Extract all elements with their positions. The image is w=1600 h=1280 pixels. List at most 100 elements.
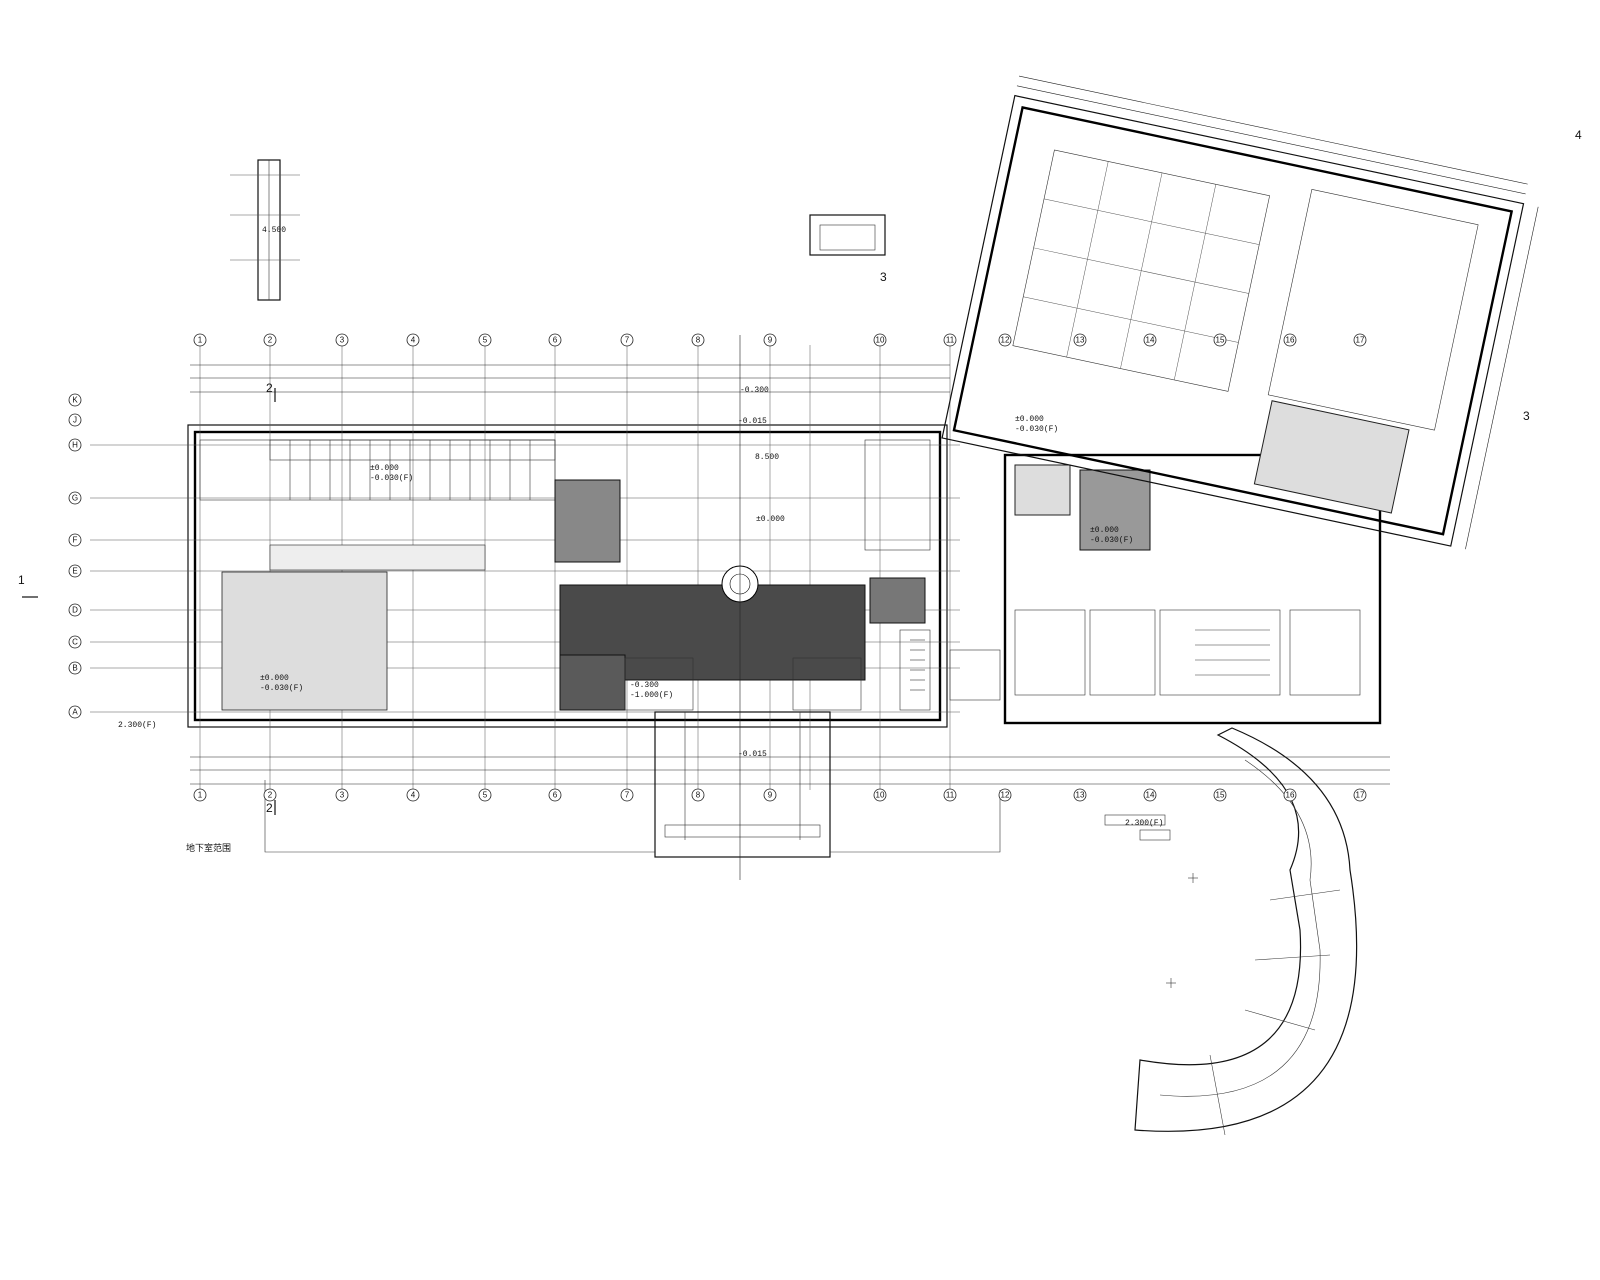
axis-bottom-16-label: 16 bbox=[1286, 791, 1295, 800]
axis-bottom-12-bubble bbox=[998, 788, 1012, 802]
axis-bottom-4-bubble bbox=[406, 788, 420, 802]
axis-bottom-15-label: 15 bbox=[1216, 791, 1225, 800]
elev-lobby-lower-2: -1.000(F) bbox=[630, 691, 673, 700]
elev-right-block-2: -0.030(F) bbox=[1090, 536, 1133, 545]
axis-left-G-bubble bbox=[68, 491, 82, 505]
section-marker-1: 1 bbox=[18, 573, 25, 587]
axis-bottom-8-label: 8 bbox=[696, 791, 701, 800]
shaded-room-c bbox=[1079, 469, 1151, 551]
axis-bottom-16-bubble bbox=[1283, 788, 1297, 802]
axis-left-F-label: F bbox=[73, 536, 78, 545]
axis-left-A-label: A bbox=[72, 708, 78, 717]
axis-bottom-9-label: 9 bbox=[768, 791, 773, 800]
reference-crosses bbox=[1166, 873, 1198, 988]
axis-top-3-label: 3 bbox=[340, 336, 345, 345]
axis-top-1-bubble bbox=[193, 333, 207, 347]
axis-bottom-2-bubble bbox=[263, 788, 277, 802]
axis-bottom-13-label: 13 bbox=[1076, 791, 1085, 800]
hatched-room-center-2 bbox=[559, 654, 626, 711]
axis-bottom-11-label: 11 bbox=[946, 791, 955, 800]
elev-top-roof: -0.300 bbox=[740, 386, 769, 395]
axis-left-K-bubble bbox=[68, 393, 82, 407]
left-tower: 4.500 bbox=[230, 159, 300, 301]
axis-top-12-bubble bbox=[998, 333, 1012, 347]
axis-left-J-bubble bbox=[68, 413, 82, 427]
elev-upper-right-2: -0.030(F) bbox=[1015, 425, 1058, 434]
axis-top-17-label: 17 bbox=[1356, 336, 1365, 345]
elev-entrance-2: -0.015 bbox=[738, 750, 767, 759]
axis-left-F-bubble bbox=[68, 533, 82, 547]
axis-left-H-bubble bbox=[68, 438, 82, 452]
axis-bottom-1-bubble bbox=[193, 788, 207, 802]
rotated-block bbox=[941, 75, 1539, 550]
axis-bottom-17-bubble bbox=[1353, 788, 1367, 802]
elev-left-ramp: 2.300(F) bbox=[118, 721, 156, 730]
elev-ramp: 2.300(F) bbox=[1125, 819, 1163, 828]
axis-bottom-12-label: 12 bbox=[1001, 791, 1010, 800]
axis-bottom-4-label: 4 bbox=[411, 791, 416, 800]
axis-top-14-label: 14 bbox=[1146, 336, 1155, 345]
axis-left-E-bubble bbox=[68, 564, 82, 578]
axis-bottom-15-bubble bbox=[1213, 788, 1227, 802]
elev-left-court: ±0.000 bbox=[260, 674, 289, 683]
tower-elevation: 4.500 bbox=[262, 226, 286, 235]
axis-left-K-label: K bbox=[72, 396, 78, 405]
section-marker-2-top: 2 bbox=[266, 381, 273, 395]
axis-top-15-bubble bbox=[1213, 333, 1227, 347]
axis-left-D-label: D bbox=[72, 606, 78, 615]
axis-top-11-label: 11 bbox=[946, 336, 955, 345]
axis-bottom-5-bubble bbox=[478, 788, 492, 802]
section-marker-2-bottom: 2 bbox=[266, 801, 273, 815]
axis-top-6-label: 6 bbox=[553, 336, 558, 345]
axis-bottom-3-bubble bbox=[335, 788, 349, 802]
axis-left-D-bubble bbox=[68, 603, 82, 617]
axis-left-H-label: H bbox=[72, 441, 78, 450]
axis-top-10-label: 10 bbox=[876, 336, 885, 345]
small-annex bbox=[809, 214, 886, 256]
axis-bottom-5-label: 5 bbox=[483, 791, 488, 800]
axis-left-B-label: B bbox=[72, 664, 77, 673]
axis-top-4-label: 4 bbox=[411, 336, 416, 345]
axis-bottom-14-label: 14 bbox=[1146, 791, 1155, 800]
axis-top-8-bubble bbox=[691, 333, 705, 347]
axis-left-E-label: E bbox=[72, 567, 77, 576]
axis-top-14-bubble bbox=[1143, 333, 1157, 347]
elev-left-court-2: -0.030(F) bbox=[260, 684, 303, 693]
axis-top-7-label: 7 bbox=[625, 336, 630, 345]
axis-bottom-7-label: 7 bbox=[625, 791, 630, 800]
axis-bottom-2-label: 2 bbox=[268, 791, 273, 800]
shaded-room-b bbox=[869, 577, 926, 624]
elev-mid-room: 8.500 bbox=[755, 453, 779, 462]
axis-left-C-label: C bbox=[72, 638, 78, 647]
section-marker-3-left: 3 bbox=[880, 270, 887, 284]
axis-top-8-label: 8 bbox=[696, 336, 701, 345]
hatched-room-d bbox=[1014, 464, 1071, 516]
axis-top-15-label: 15 bbox=[1216, 336, 1225, 345]
axis-left-J-label: J bbox=[73, 416, 77, 425]
axis-top-9-bubble bbox=[763, 333, 777, 347]
axis-bottom-14-bubble bbox=[1143, 788, 1157, 802]
shaded-room-a bbox=[554, 479, 621, 563]
axis-top-5-label: 5 bbox=[483, 336, 488, 345]
elev-main-hall: ±0.000 bbox=[756, 515, 785, 524]
axis-top-3-bubble bbox=[335, 333, 349, 347]
axis-top-2-bubble bbox=[263, 333, 277, 347]
axis-top-12-label: 12 bbox=[1001, 336, 1010, 345]
axis-top-4-bubble bbox=[406, 333, 420, 347]
axis-left-G-label: G bbox=[72, 494, 78, 503]
section-markers: 1 2 2 3 3 4 bbox=[18, 128, 1582, 815]
axis-bottom-1-label: 1 bbox=[198, 791, 203, 800]
axis-top-11-bubble bbox=[943, 333, 957, 347]
east-wing-block bbox=[1003, 453, 1382, 725]
axis-top-17-bubble bbox=[1353, 333, 1367, 347]
axis-left-A-bubble bbox=[68, 705, 82, 719]
axis-bottom-9-bubble bbox=[763, 788, 777, 802]
section-marker-4: 4 bbox=[1575, 128, 1582, 142]
basement-outline bbox=[264, 780, 1001, 853]
axis-left-C-bubble bbox=[68, 635, 82, 649]
main-building-block bbox=[90, 345, 1390, 790]
entrance-canopy bbox=[654, 335, 831, 880]
axis-bottom-6-label: 6 bbox=[553, 791, 558, 800]
elev-lobby-upper-2: -0.030(F) bbox=[370, 474, 413, 483]
